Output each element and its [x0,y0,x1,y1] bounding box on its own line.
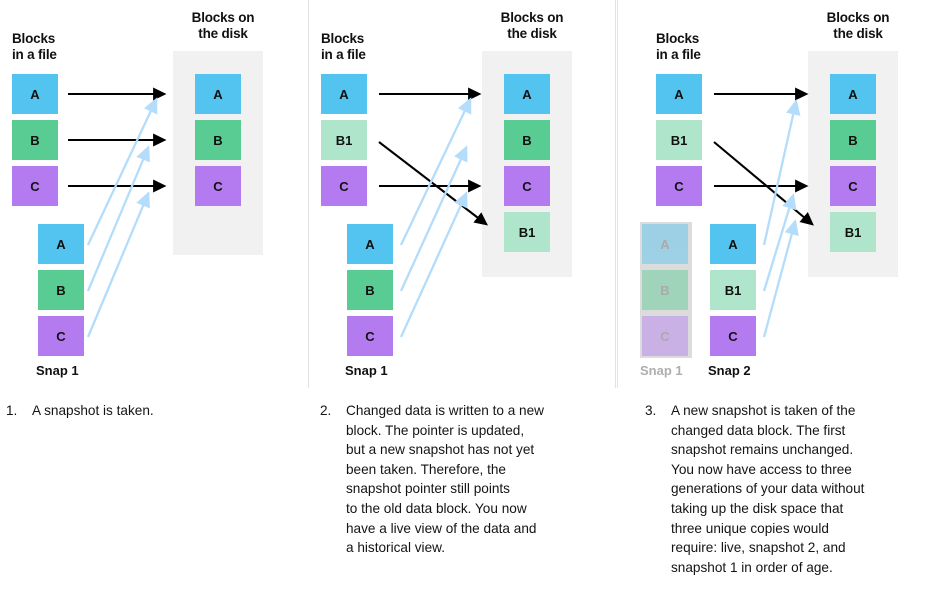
file-block-c: C [12,166,58,206]
panel-step-2: Blocks in a file Blocks on the disk A B1… [308,0,616,388]
snap2-block-b1: B1 [710,270,756,310]
header-blocks-on-the-disk: Blocks on the disk [191,10,255,41]
snap-arrow-b1 [762,193,797,292]
snap-arrow-a [86,97,158,246]
snap1-label: Snap 1 [640,363,683,378]
snap-arrow-b [86,145,150,292]
file-block-b1: B1 [656,120,702,160]
caption-number-2: 2. [320,403,332,418]
disk-block-a: A [504,74,550,114]
file-block-b1: B1 [321,120,367,160]
disk-block-c: C [830,166,876,206]
file-block-b: B [12,120,58,160]
caption-text-2: Changed data is written to a new block. … [346,403,544,556]
snap-arrow-c [762,219,799,338]
caption-number-3: 3. [645,403,657,418]
disk-block-c: C [504,166,550,206]
header-blocks-in-a-file: Blocks in a file [656,31,701,62]
snap-arrow-b [399,145,468,292]
snap-arrow-a [399,97,472,246]
caption-step-1: 1. A snapshot is taken. [6,401,296,421]
file-block-a: A [321,74,367,114]
caption-text-3: A new snapshot is taken of the changed d… [671,403,865,575]
snap1-block-a: A [642,224,688,264]
snap-arrow-a [762,99,801,246]
snap-arrow-c [86,191,150,338]
disk-block-b: B [504,120,550,160]
file-block-a: A [656,74,702,114]
disk-block-b1: B1 [504,212,550,252]
disk-block-a: A [830,74,876,114]
file-block-c: C [656,166,702,206]
snap1-label: Snap 1 [36,363,79,378]
snap2-block-a: A [710,224,756,264]
caption-number-1: 1. [6,403,18,418]
snap1-block-b: B [347,270,393,310]
header-blocks-on-the-disk: Blocks on the disk [500,10,564,41]
snap1-label: Snap 1 [345,363,388,378]
snap2-label: Snap 2 [708,363,751,378]
snap1-block-c: C [347,316,393,356]
snap-arrow-c [399,191,468,338]
disk-block-b: B [195,120,241,160]
snap2-block-c: C [710,316,756,356]
pointer-arrow-b1-to-new-block [713,141,814,226]
snap1-block-b: B [642,270,688,310]
snap1-block-c: C [642,316,688,356]
caption-text-1: A snapshot is taken. [32,403,154,418]
caption-step-2: 2. Changed data is written to a new bloc… [320,401,610,558]
header-blocks-on-the-disk: Blocks on the disk [826,10,890,41]
caption-step-3: 3. A new snapshot is taken of the change… [645,401,926,577]
panel-step-1: Blocks in a file Blocks on the disk A B … [0,0,308,388]
disk-block-b1: B1 [830,212,876,252]
snap1-block-b: B [38,270,84,310]
snap1-block-a: A [38,224,84,264]
panel-step-3: Blocks in a file Blocks on the disk A B1… [617,0,925,388]
file-block-a: A [12,74,58,114]
snap1-backdrop [640,222,692,358]
file-block-c: C [321,166,367,206]
disk-block-c: C [195,166,241,206]
disk-block-b: B [830,120,876,160]
disk-block-a: A [195,74,241,114]
pointer-arrow-b1-to-new-block [378,141,489,226]
snap1-block-c: C [38,316,84,356]
header-blocks-in-a-file: Blocks in a file [12,31,57,62]
header-blocks-in-a-file: Blocks in a file [321,31,366,62]
snap1-block-a: A [347,224,393,264]
